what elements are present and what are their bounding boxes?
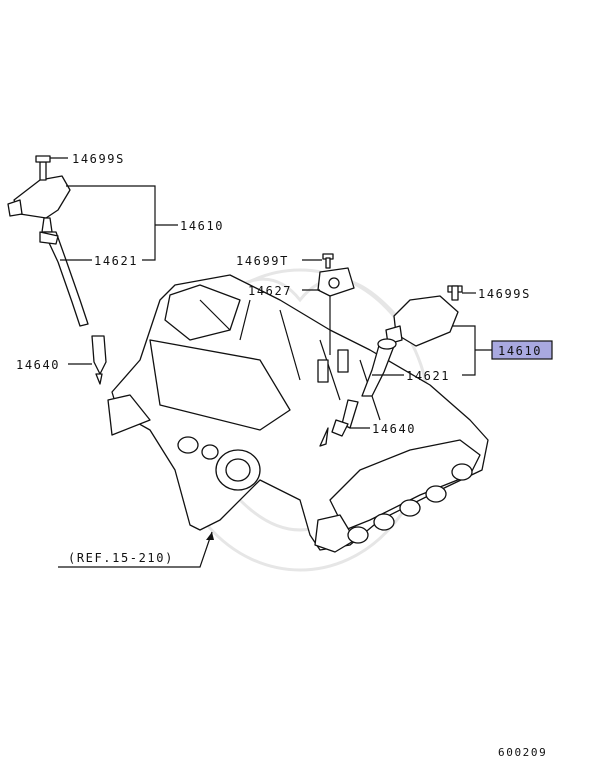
label-14621-right[interactable]: 14621 [406, 369, 450, 383]
label-14640-right[interactable]: 14640 [372, 422, 416, 436]
label-14699s-right[interactable]: 14699S [478, 287, 531, 301]
label-14610-right[interactable]: 14610 [498, 344, 542, 358]
intake-manifold [107, 274, 489, 553]
label-14627[interactable]: 14627 [248, 284, 292, 298]
label-14640-left[interactable]: 14640 [16, 358, 60, 372]
right-coil-assembly [319, 285, 463, 447]
diagram-code: 600209 [498, 746, 547, 759]
label-14699t[interactable]: 14699T [236, 254, 289, 268]
left-coil-assembly [7, 155, 107, 385]
highlight-box [491, 340, 553, 360]
label-reference[interactable]: (REF.15-210) [68, 551, 174, 565]
leader-lines [50, 157, 492, 568]
label-14621-left[interactable]: 14621 [94, 254, 138, 268]
label-14699s-top[interactable]: 14699S [72, 152, 125, 166]
sensor-assembly [317, 253, 355, 355]
label-14610-left[interactable]: 14610 [180, 219, 224, 233]
